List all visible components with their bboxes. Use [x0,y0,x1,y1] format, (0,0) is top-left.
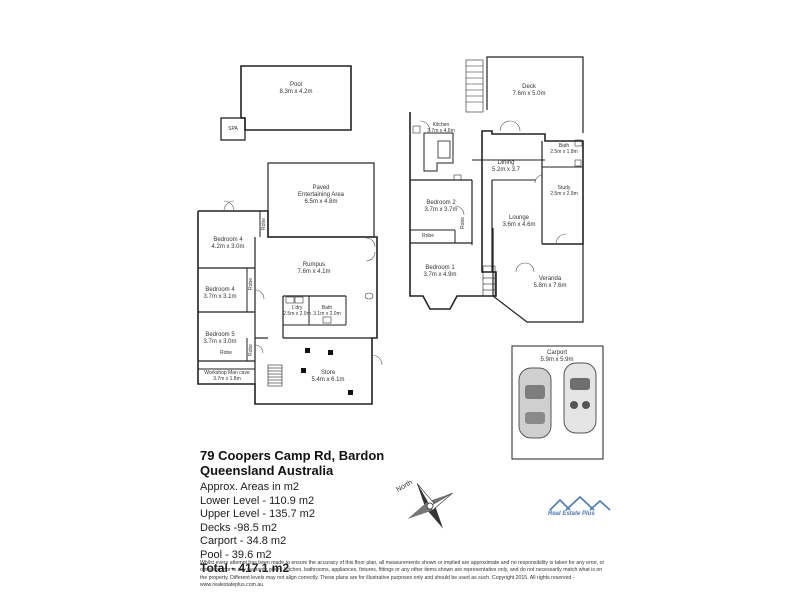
robe-e-label: Robe [422,233,434,239]
bedroom4a-dims: 4.2m x 3.0m [211,244,245,250]
deck-name: Deck [522,84,536,90]
veranda-dims: 5.8m x 7.6m [533,283,567,289]
pool-dims: 8.3m x 4.2m [279,89,313,95]
bedroom1-name: Bedroom 1 [425,265,455,271]
carport-dims: 5.9m x 5.9m [540,357,574,363]
robe-f-label: Robe [460,217,466,229]
study-name: Study [557,185,571,191]
kitchen-name: Kitchen [432,122,450,128]
kitchen-dims: 3.7m x 4.6m [427,128,455,134]
robe-b-label: Robe [248,278,254,290]
rumpus-name: Rumpus [302,262,326,268]
bedroom1-dims: 3.7m x 4.9m [423,272,457,278]
workshop-dims: 3.7m x 1.8m [213,376,241,382]
spa-label: SPA [228,126,238,132]
veranda-name: Veranda [538,276,562,282]
area-decks: Decks -98.5 m2 [200,521,278,534]
paved-dims: 6.5m x 4.8m [304,199,338,205]
upper-level-walls [409,112,584,310]
logo-text: Real Estate Plus [548,511,595,517]
address-line-2: Queensland Australia [200,463,334,478]
lower-stairs [267,364,283,387]
carport-name: Carport [546,350,568,356]
paved-name: Paved [312,185,330,191]
bath-upper-dims: 2.5m x 1.8m [550,149,578,155]
lounge-name: Lounge [508,215,530,221]
bedroom2-dims: 3.7m x 3.7m [424,207,458,213]
bedroom4b-dims: 3.7m x 3.1m [203,294,237,300]
bedroom5-name: Bedroom 5 [205,332,235,338]
upper-stairs [465,59,496,297]
area-total: Total - 417.1 m2 [200,561,290,575]
address-line-1: 79 Coopers Camp Rd, Bardon [200,448,385,463]
area-carport: Carport - 34.8 m2 [200,535,287,547]
veranda-outline [492,228,584,323]
spa-outline [220,117,246,141]
bedroom4a-name: Bedroom 4 [213,237,243,243]
study-dims: 2.5m x 2.9m [550,191,578,197]
carport-cars [518,362,597,439]
bath-lower-dims: 3.1m x 2.0m [313,311,341,317]
title-block: 79 Coopers Camp Rd, Bardon Queensland Au… [200,448,384,576]
workshop-name: Workshop Man cave [204,370,250,376]
bedroom4b-name: Bedroom 4 [205,287,235,293]
area-lower-level: Lower Level - 110.9 m2 [200,494,315,507]
kitchen-bench [423,132,454,172]
pool-outline [240,65,352,131]
area-upper-level: Upper Level - 135.7 m2 [200,508,315,520]
store-posts [301,348,353,395]
robe-a-label: Robe [261,218,267,230]
lounge-dims: 3.6m x 4.6m [502,222,536,228]
dining-name: Dining [497,160,515,166]
robe-c-label: Robe [220,350,232,356]
pool-name: Pool [289,82,303,88]
bedroom2-name: Bedroom 2 [426,200,456,206]
bath-lower-name: Bath [321,305,333,311]
paved-name2: Entertaining Area [297,192,345,198]
rumpus-dims: 7.6m x 4.1m [297,269,331,275]
door-swings [223,120,567,366]
ldry-name: L'dry [291,305,303,311]
store-dims: 5.4m x 6.1m [311,377,345,383]
bedroom5-dims: 3.7m x 3.0m [203,339,237,345]
bath-upper-name: Bath [558,143,570,149]
areas-heading: Approx. Areas in m2 [200,481,300,493]
store-name: Store [320,370,336,376]
north-compass-icon [407,483,453,529]
deck-dims: 7.6m x 5.0m [512,91,546,97]
deck-outline [486,56,584,133]
ldry-dims: 2.5m x 2.0m [283,311,311,317]
dining-dims: 5.2m x 3.7 [491,167,521,173]
real-estate-plus-logo [549,495,611,511]
carport-outline [511,345,604,460]
area-pool: Pool - 39.6 m2 [200,548,272,561]
fixtures [285,125,583,324]
robe-d-label: Robe [248,344,254,356]
disclaimer-text: Whilst every attempt has been made to en… [200,560,605,588]
